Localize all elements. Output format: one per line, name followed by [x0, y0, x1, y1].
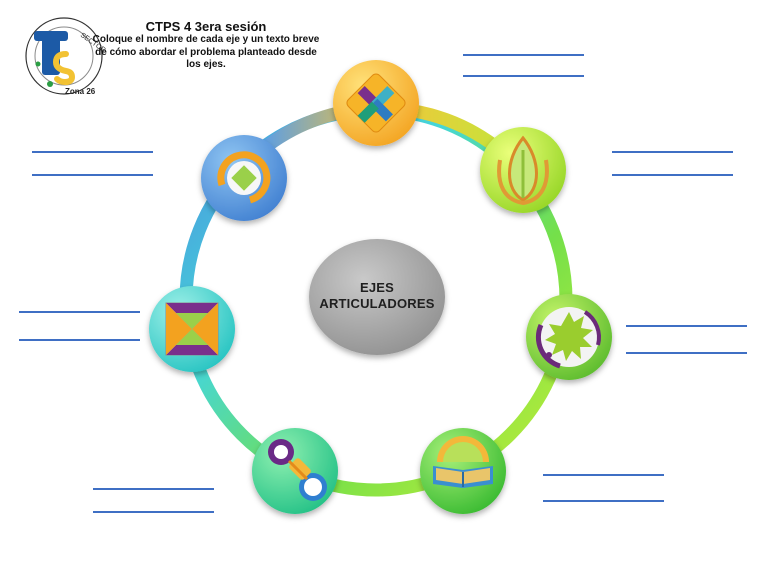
- center-label: EJES ARTICULADORES: [310, 280, 444, 312]
- axis-node-left[interactable]: [149, 286, 235, 372]
- axis-node-bottom-left[interactable]: [252, 428, 338, 514]
- paint-splash-icon: [535, 307, 601, 369]
- center-hub: [309, 239, 445, 355]
- axis-node-top[interactable]: [333, 60, 419, 146]
- axis-node-top-left[interactable]: [201, 135, 287, 221]
- leaf-flower-icon: [497, 135, 549, 206]
- sector-logo: SECTOR 4 Zona 26: [22, 14, 112, 98]
- puzzle-cross-icon: [346, 73, 406, 133]
- instructions-text: Coloque el nombre de cada eje y un texto…: [92, 34, 320, 70]
- ring-diamond-icon: [217, 151, 271, 204]
- open-book-sunrise-icon: [433, 436, 493, 488]
- axis-node-bottom-right[interactable]: [420, 428, 506, 514]
- answer-line-left-2[interactable]: [19, 339, 140, 341]
- answer-line-left-1[interactable]: [19, 311, 140, 313]
- header: CTPS 4 3era sesión Coloque el nombre de …: [92, 19, 320, 72]
- answer-line-top-2[interactable]: [463, 75, 584, 77]
- answer-line-top-left-1[interactable]: [32, 151, 153, 153]
- answer-line-bottom-left-1[interactable]: [93, 488, 214, 490]
- answer-line-top-left-2[interactable]: [32, 174, 153, 176]
- axis-node-right-lower[interactable]: [526, 294, 612, 380]
- logo-s-icon: [52, 51, 76, 86]
- hourglass-triangles-icon: [165, 302, 219, 356]
- answer-line-right-lower-2[interactable]: [626, 352, 747, 354]
- axis-node-right-upper[interactable]: [480, 127, 566, 213]
- rattle-icon: [268, 439, 327, 501]
- answer-line-bottom-left-2[interactable]: [93, 511, 214, 513]
- answer-line-right-upper-1[interactable]: [612, 151, 733, 153]
- answer-line-right-upper-2[interactable]: [612, 174, 733, 176]
- answer-line-right-lower-1[interactable]: [626, 325, 747, 327]
- answer-line-top-1[interactable]: [463, 54, 584, 56]
- center-label-line2: ARTICULADORES: [319, 296, 435, 311]
- answer-line-bottom-right-2[interactable]: [543, 500, 664, 502]
- session-title: CTPS 4 3era sesión: [145, 19, 267, 34]
- answer-line-bottom-right-1[interactable]: [543, 474, 664, 476]
- logo-zona-text: Zona 26: [65, 87, 96, 96]
- center-label-line1: EJES: [359, 280, 395, 295]
